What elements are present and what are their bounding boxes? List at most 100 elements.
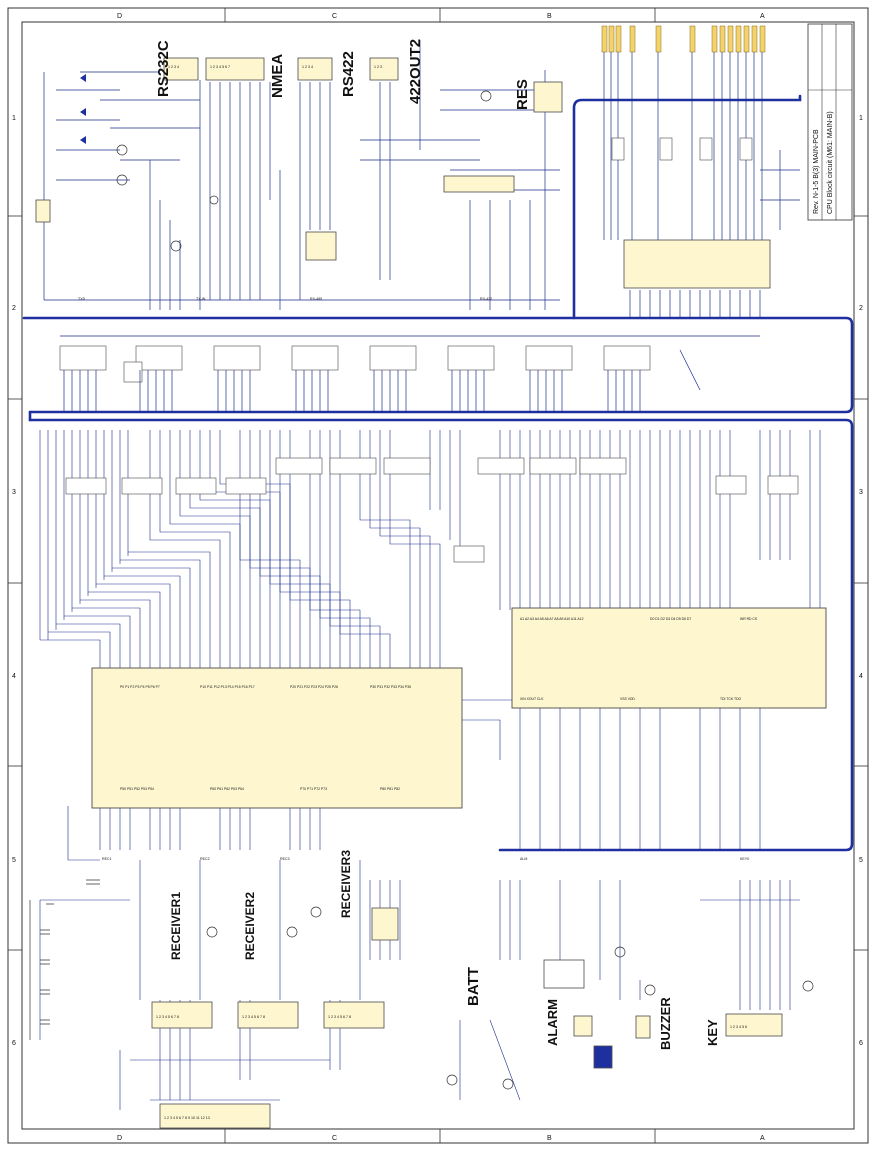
svg-text:1 2 3 4 5 6 7: 1 2 3 4 5 6 7 [210,65,230,69]
cpu-chip [91,667,463,809]
svg-text:TX-IN: TX-IN [196,297,206,301]
svg-text:KEY0: KEY0 [740,857,749,861]
label-rs422: RS422 [340,51,357,97]
svg-text:1 2 3 4 5 6: 1 2 3 4 5 6 [730,1025,747,1029]
frame-number-right-3: 3 [859,489,863,496]
bus-buffers [59,335,760,412]
frame-number-right-6: 6 [859,1040,863,1047]
asic-pin-labels: A1 A2 A3 A4 A5 A6 A7 A8 A9 A10 A11 A12 D… [520,617,758,701]
resistor-array-left [35,199,51,223]
frame-ticks [8,8,868,1143]
label-key: KEY [705,1019,720,1046]
label-receiver2: RECEIVER2 [243,892,257,960]
frame-number-left-4: 4 [12,673,16,680]
label-batt: BATT [465,967,482,1006]
line-driver-ic [305,231,337,261]
label-rs232c: RS232C [155,40,172,97]
title-block: Rev. N-1-5 B(3) MAIN-PCB CPU Block circu… [807,23,853,221]
frame-letter-top-1: D [117,13,122,20]
svg-text:XIN XOUT CLK: XIN XOUT CLK [520,697,544,701]
sram-chip [623,239,771,289]
photocoupler-array [443,175,515,193]
res-switch [533,81,563,113]
frame-letter-top-2: C [332,13,337,20]
cpu-pin-labels: P0 P1 P2 P3 P4 P5 P6 P7 P10 P11 P12 P13 … [120,685,411,791]
svg-text:TXD: TXD [78,297,86,301]
frame-letter-top-4: A [760,13,765,20]
frame-letter-bottom-1: D [117,1135,122,1142]
frame-letter-bottom-3: B [547,1135,552,1142]
led-diodes [80,74,86,144]
frame-letter-bottom-4: A [760,1135,765,1142]
svg-text:RX-485: RX-485 [310,297,322,301]
top-left-components [35,57,563,261]
frame-letter-top-3: B [547,13,552,20]
svg-text:1 2 3 4 5 6 7 8: 1 2 3 4 5 6 7 8 [328,1015,351,1019]
svg-text:ALM: ALM [520,857,527,861]
title-block-board: Rev. N-1-5 B(3) MAIN-PCB [813,129,820,214]
svg-text:P60 P61 P62 P63 P64: P60 P61 P62 P63 P64 [210,787,244,791]
frame-letter-bottom-2: C [332,1135,337,1142]
memory-area [601,25,800,318]
lower-components [151,907,783,1129]
frame-number-left-6: 6 [12,1040,16,1047]
svg-text:P20 P21 P22 P23 P24 P25 P26: P20 P21 P22 P23 P24 P25 P26 [290,685,338,689]
svg-text:REC1: REC1 [102,857,112,861]
svg-text:VSS VDD: VSS VDD [620,697,635,701]
alarm-switch [543,959,585,989]
title-block-title: CPU Block circuit (M61: MAIN-B) [827,111,834,214]
rs232c-connector [163,57,199,81]
outer-frame [7,7,869,1144]
label-res: RES [514,79,531,110]
frame-number-left-2: 2 [12,305,16,312]
lower-routing [39,699,800,1110]
svg-text:REC2: REC2 [200,857,210,861]
resistor-networks [65,457,799,563]
svg-text:P80 P81 P82: P80 P81 P82 [380,787,400,791]
svg-text:TDI TCK TDO: TDI TCK TDO [720,697,742,701]
svg-text:1 2 3 4 5 6 7 8: 1 2 3 4 5 6 7 8 [242,1015,265,1019]
rs422-connector [297,57,333,81]
label-buzzer: BUZZER [658,997,673,1050]
svg-text:P70 P71 P72 P73: P70 P71 P72 P73 [300,787,327,791]
frame-number-left-3: 3 [12,489,16,496]
receiver1-connector [151,1001,213,1029]
frame-number-right-4: 4 [859,673,863,680]
label-receiver1: RECEIVER1 [169,892,183,960]
section-labels: RS232C NMEA RS422 422OUT2 RES RECEIVER1 … [155,39,720,1050]
receiver-mux-ic [371,907,399,941]
bottom-connector [159,1103,271,1129]
svg-text:REC3: REC3 [280,857,290,861]
buzzer [593,1045,613,1069]
svg-text:P10 P11 P12 P13 P14 P15 P16 P1: P10 P11 P12 P13 P14 P15 P16 P17 [200,685,255,689]
svg-text:RX-422: RX-422 [480,297,492,301]
frame-number-right-2: 2 [859,305,863,312]
frame-number-left-1: 1 [12,115,16,122]
discrete-parts [29,90,814,1090]
svg-text:1 2 3 4: 1 2 3 4 [302,65,313,69]
frame-number-left-5: 5 [12,857,16,864]
nmea-connector [205,57,265,81]
svg-text:P0 P1 P2 P3 P4 P5 P6 P7: P0 P1 P2 P3 P4 P5 P6 P7 [120,685,160,689]
label-422out2: 422OUT2 [407,39,424,104]
main-bus [22,94,854,852]
svg-text:WR RD CS: WR RD CS [740,617,758,621]
frame-number-right-1: 1 [859,115,863,122]
lower-pin-labels: 1 2 3 4 5 6 7 8 1 2 3 4 5 6 7 8 1 2 3 4 … [156,1015,747,1120]
receiver3-connector [323,1001,385,1029]
key-connector [725,1013,783,1037]
svg-text:1 2 3 4 5 6 7 8: 1 2 3 4 5 6 7 8 [156,1015,179,1019]
label-receiver3: RECEIVER3 [339,850,353,918]
svg-text:1 2 3 4 5 6 7 8 9 10 11 12 13: 1 2 3 4 5 6 7 8 9 10 11 12 13 [164,1116,210,1120]
svg-text:A1 A2 A3 A4 A5 A6 A7 A8 A9 A10: A1 A2 A3 A4 A5 A6 A7 A8 A9 A10 A11 A12 [520,617,584,621]
out422-connector [369,57,399,81]
label-alarm: ALARM [545,999,560,1046]
svg-text:1 2 3: 1 2 3 [374,65,382,69]
buzzer-driver [635,1015,651,1039]
asic-chip [511,607,827,709]
label-nmea: NMEA [269,54,286,98]
svg-text:P30 P31 P32 P33 P34 P35: P30 P31 P32 P33 P34 P35 [370,685,411,689]
receiver2-connector [237,1001,299,1029]
